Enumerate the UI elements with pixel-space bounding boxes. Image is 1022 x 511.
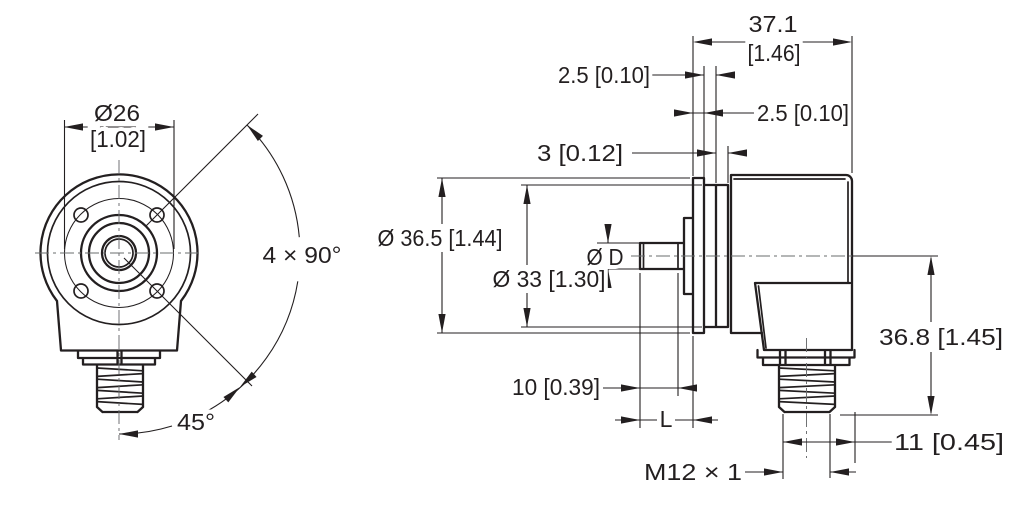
dim-flange-dia: Ø 36.5 [1.44]	[378, 225, 503, 251]
dim-bolt-circle-mm: Ø26	[94, 100, 140, 126]
dim-plate-a: 2.5 [0.10]	[558, 62, 650, 88]
dim-shaft-total-length: L	[660, 406, 673, 432]
dim-width-mm: 37.1	[749, 11, 798, 37]
dim-hole-pattern: 4 × 90°	[263, 242, 342, 268]
dim-connector-length: 11 [0.45]	[894, 429, 1004, 455]
centerlines	[35, 160, 852, 458]
side-view	[638, 173, 856, 414]
dim-width-in: [1.46]	[748, 40, 801, 66]
dimension-labels: Ø26 [1.02] 4 × 90° 45° Ø 36.5 [1.44] Ø 3…	[86, 7, 1008, 489]
mounting-hole	[73, 207, 89, 223]
dim-plate-b: 2.5 [0.10]	[757, 100, 849, 126]
dim-thread: M12 × 1	[644, 459, 742, 485]
dim-bolt-circle-in: [1.02]	[90, 126, 146, 152]
dim-shaft-dia: Ø D	[587, 244, 624, 270]
side-inner-lines	[642, 178, 849, 406]
mounting-hole	[149, 207, 165, 223]
dim-plate-c: 3 [0.12]	[537, 140, 623, 166]
mounting-hole	[149, 283, 165, 299]
dim-connector-angle: 45°	[177, 409, 215, 435]
mounting-hole	[73, 283, 89, 299]
front-thread-profile	[96, 367, 144, 406]
dim-pilot-dia: Ø 33 [1.30]	[493, 266, 606, 292]
dim-connector-height: 36.8 [1.45]	[879, 324, 1003, 350]
dim-shaft-length: 10 [0.39]	[512, 374, 600, 400]
side-outline	[638, 173, 856, 414]
